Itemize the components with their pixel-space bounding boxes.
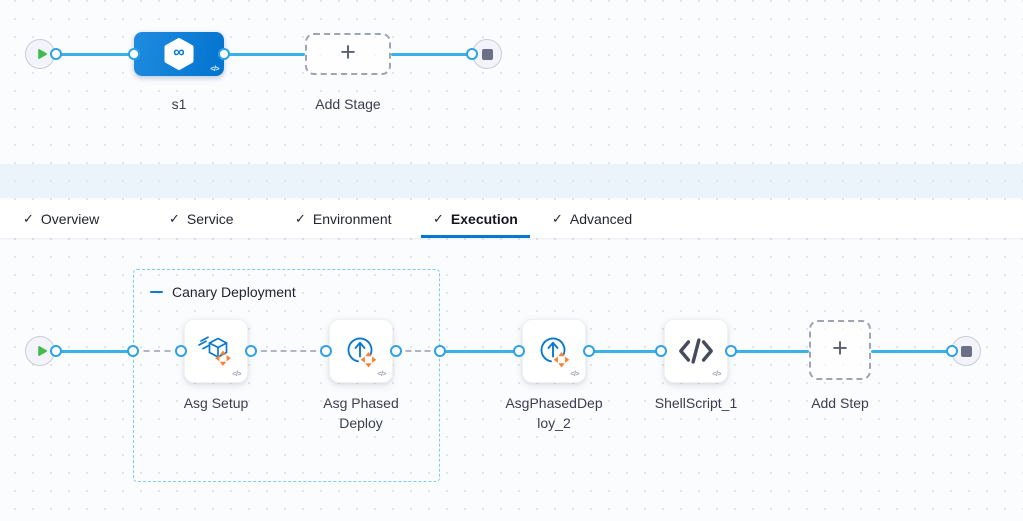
step-label: ShellScript_1 [654,395,738,411]
step-link [56,350,133,353]
stage-graph-canvas[interactable]: ∞ </> + s1 Add Stage [0,0,1023,200]
add-stage-label: Add Stage [315,96,381,112]
check-icon: ✓ [433,211,444,226]
node-port[interactable] [513,345,525,357]
stage-link [224,53,305,56]
node-port[interactable] [583,345,595,357]
node-port[interactable] [466,48,478,60]
step-label: Asg Setup [183,395,249,411]
stop-icon [481,48,493,60]
tab-label: Advanced [569,211,633,227]
code-view-badge: </> [232,371,241,378]
node-port[interactable] [245,345,257,357]
add-stage-button[interactable]: + [305,33,391,75]
add-step-label: Add Step [811,395,869,411]
execution-graph-canvas[interactable]: Canary Deployment [0,238,1023,521]
step-group-canary-deployment[interactable]: Canary Deployment [133,269,440,482]
deployment-stage-icon: ∞ [163,37,195,71]
tab-execution[interactable]: ✓ Execution [421,200,530,238]
step-node-shellscript-1[interactable]: </> [664,319,728,383]
tab-label: Environment [312,211,392,227]
tab-label: Execution [450,211,518,227]
asg-setup-icon [196,331,236,371]
step-group-title: Canary Deployment [172,284,296,300]
tab-label: Service [186,211,234,227]
check-icon: ✓ [23,211,34,226]
step-link [440,350,519,353]
step-node-asg-phased-deploy[interactable]: </> [329,319,393,383]
tab-environment[interactable]: ✓ Environment [283,200,404,238]
step-group-header: Canary Deployment [150,284,296,300]
step-label: Asg Phased Deploy [323,395,399,431]
node-port[interactable] [50,345,62,357]
code-view-badge: </> [210,66,219,73]
step-link-dashed [251,350,326,352]
add-step-button[interactable]: + [809,320,871,380]
step-link-dashed [396,350,440,352]
code-view-badge: </> [712,371,721,378]
check-icon: ✓ [552,211,563,226]
step-label: AsgPhasedDeploy_2 [505,395,603,431]
node-port[interactable] [218,48,230,60]
step-link [589,350,661,353]
shell-script-icon [677,337,715,365]
plus-icon: + [340,37,356,67]
collapse-minus-icon[interactable] [150,290,163,294]
step-link [871,350,952,353]
group-port[interactable] [434,345,446,357]
node-port[interactable] [390,345,402,357]
asg-phased-deploy-icon [534,331,574,371]
play-icon [36,48,48,60]
stage-node-s1[interactable]: ∞ </> [134,32,224,76]
canvas-bottom-shade [0,164,1023,198]
stop-icon [960,345,972,357]
play-icon [36,345,48,357]
node-port[interactable] [128,48,140,60]
stage-label: s1 [171,96,187,112]
plus-icon: + [832,333,848,363]
infinity-glyph: ∞ [173,44,185,61]
node-port[interactable] [946,345,958,357]
stage-link [391,53,472,56]
node-port[interactable] [725,345,737,357]
step-node-asg-setup[interactable]: </> [184,319,248,383]
step-link [731,350,809,353]
node-port[interactable] [50,48,62,60]
node-port[interactable] [175,345,187,357]
tab-advanced[interactable]: ✓ Advanced [540,200,644,238]
step-link-dashed [133,350,181,352]
tab-label: Overview [40,211,100,227]
tab-service[interactable]: ✓ Service [157,200,246,238]
check-icon: ✓ [169,211,180,226]
node-port[interactable] [320,345,332,357]
step-node-asg-phased-deploy-2[interactable]: </> [522,319,586,383]
tab-overview[interactable]: ✓ Overview [11,200,111,238]
pipeline-end-node [472,39,502,69]
code-view-badge: </> [570,371,579,378]
stage-config-tabs: ✓ Overview ✓ Service ✓ Environment ✓ Exe… [0,200,1023,238]
stage-link [56,53,134,56]
node-port[interactable] [655,345,667,357]
code-view-badge: </> [377,371,386,378]
asg-phased-deploy-icon [341,331,381,371]
group-port[interactable] [127,345,139,357]
check-icon: ✓ [295,211,306,226]
